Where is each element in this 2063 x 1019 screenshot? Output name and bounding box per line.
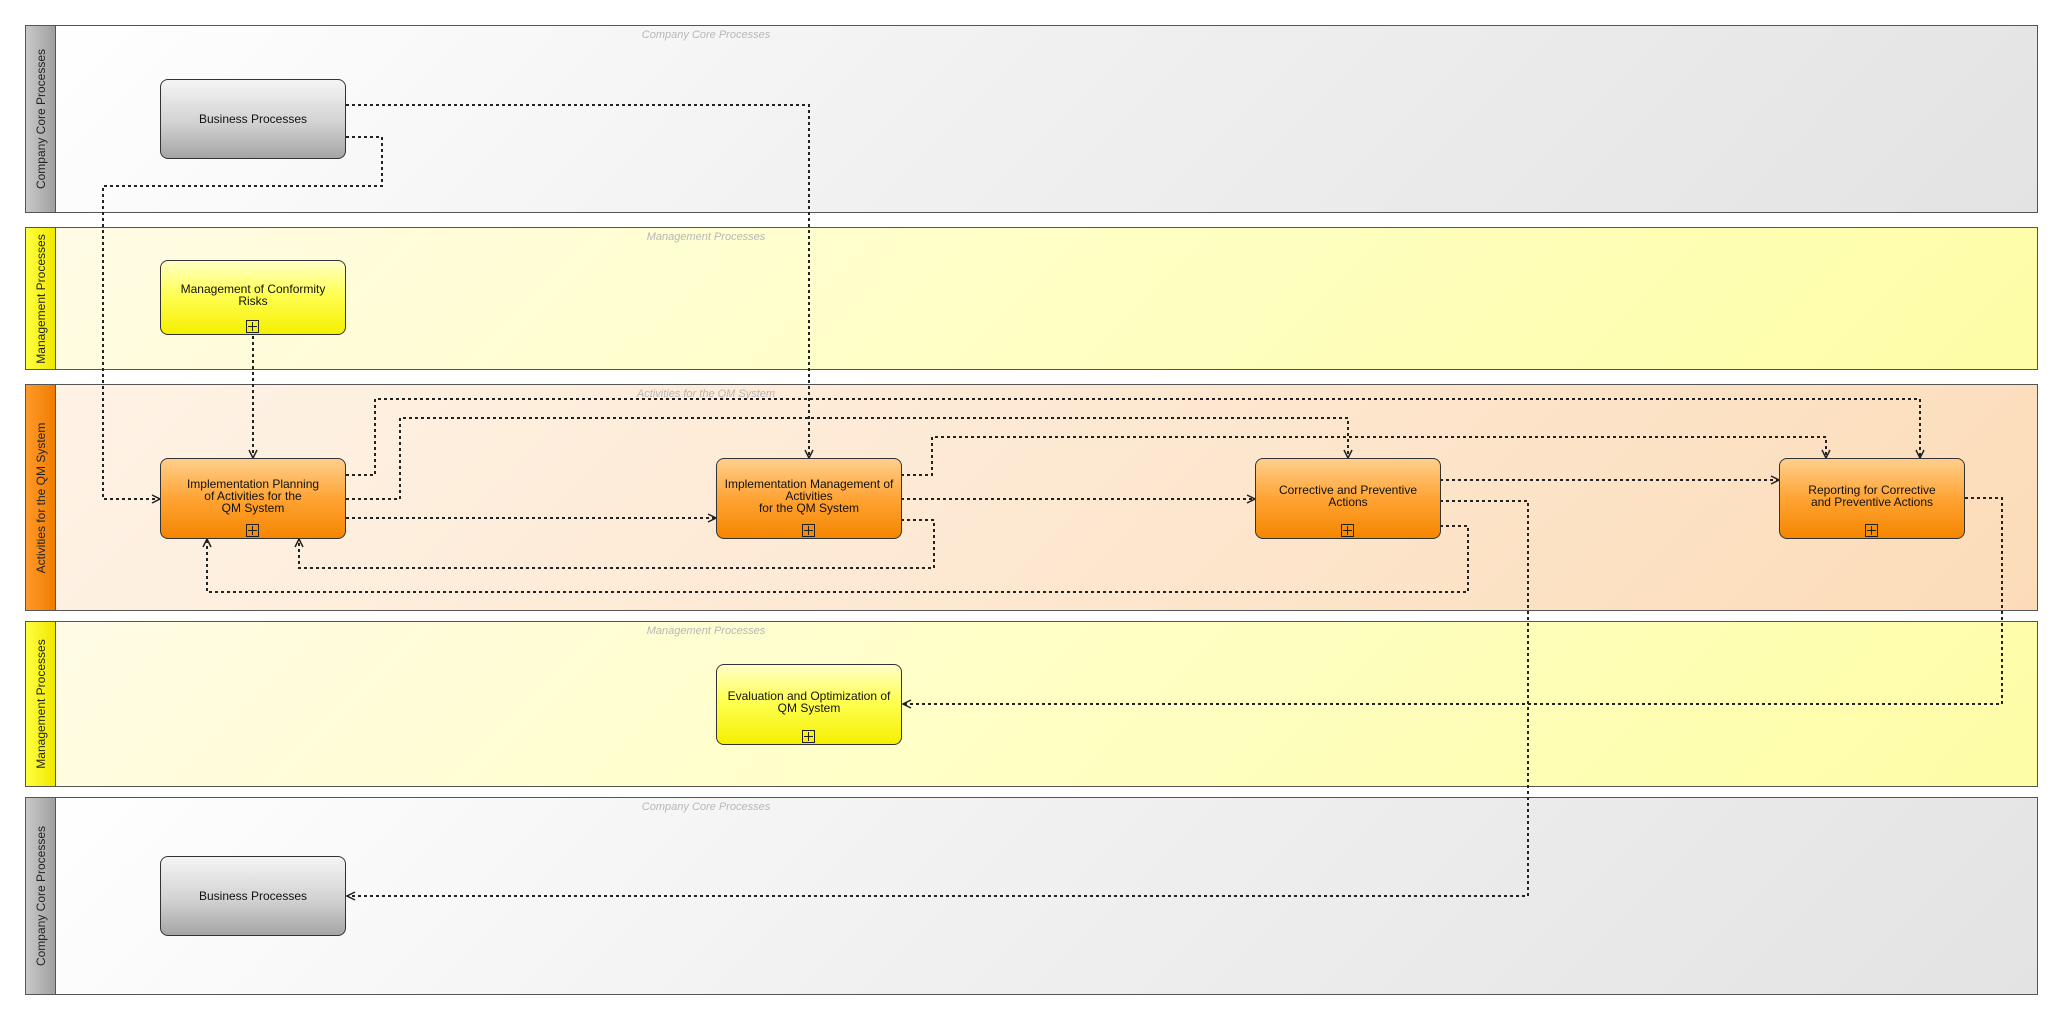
lane-label: Company Core Processes (33, 825, 48, 967)
implementation-planning-box[interactable]: Implementation Planning of Activities fo… (160, 458, 346, 539)
node-label: Corrective and Preventive Actions (1278, 482, 1418, 509)
subprocess-plus-icon[interactable] (1341, 524, 1354, 537)
lane-management-processes-bottom: Management Processes Management Processe… (25, 621, 2038, 787)
subprocess-plus-icon[interactable] (802, 730, 815, 743)
business-processes-box[interactable]: Business Processes (160, 79, 346, 159)
lane-header: Company Core Processes (26, 26, 56, 212)
node-label: Reporting for Corrective and Preventive … (1808, 482, 1936, 509)
lane-watermark: Management Processes (646, 231, 766, 243)
lane-header: Management Processes (26, 228, 56, 369)
subprocess-plus-icon[interactable] (246, 524, 259, 537)
lane-watermark: Management Processes (646, 625, 766, 637)
node-label: Business Processes (198, 889, 308, 903)
lane-header: Activities for the QM System (26, 385, 56, 610)
node-label: Implementation Planning of Activities fo… (186, 476, 320, 515)
lane-label: Company Core Processes (33, 48, 48, 190)
node-label: Implementation Management of Activities … (724, 476, 894, 515)
lane-watermark: Company Core Processes (641, 29, 771, 41)
lane-label: Management Processes (33, 639, 48, 769)
implementation-management-box[interactable]: Implementation Management of Activities … (716, 458, 902, 539)
business-processes-bottom-box[interactable]: Business Processes (160, 856, 346, 936)
evaluation-optimization-box[interactable]: Evaluation and Optimization of QM System (716, 664, 902, 745)
management-of-conformity-risks-box[interactable]: Management of Conformity Risks (160, 260, 346, 335)
lane-label: Activities for the QM System (33, 422, 48, 573)
lane-watermark: Company Core Processes (641, 801, 771, 813)
subprocess-plus-icon[interactable] (1865, 524, 1878, 537)
subprocess-plus-icon[interactable] (246, 320, 259, 333)
lane-header: Management Processes (26, 622, 56, 786)
corrective-and-preventive-actions-box[interactable]: Corrective and Preventive Actions (1255, 458, 1441, 539)
node-label: Management of Conformity Risks (180, 281, 326, 308)
lane-watermark: Activities for the QM System (636, 388, 776, 400)
node-label: Business Processes (198, 112, 308, 126)
reporting-corrective-preventive-box[interactable]: Reporting for Corrective and Preventive … (1779, 458, 1965, 539)
lane-header: Company Core Processes (26, 798, 56, 994)
lane-label: Management Processes (33, 233, 48, 364)
node-label: Evaluation and Optimization of QM System (727, 688, 891, 715)
subprocess-plus-icon[interactable] (802, 524, 815, 537)
